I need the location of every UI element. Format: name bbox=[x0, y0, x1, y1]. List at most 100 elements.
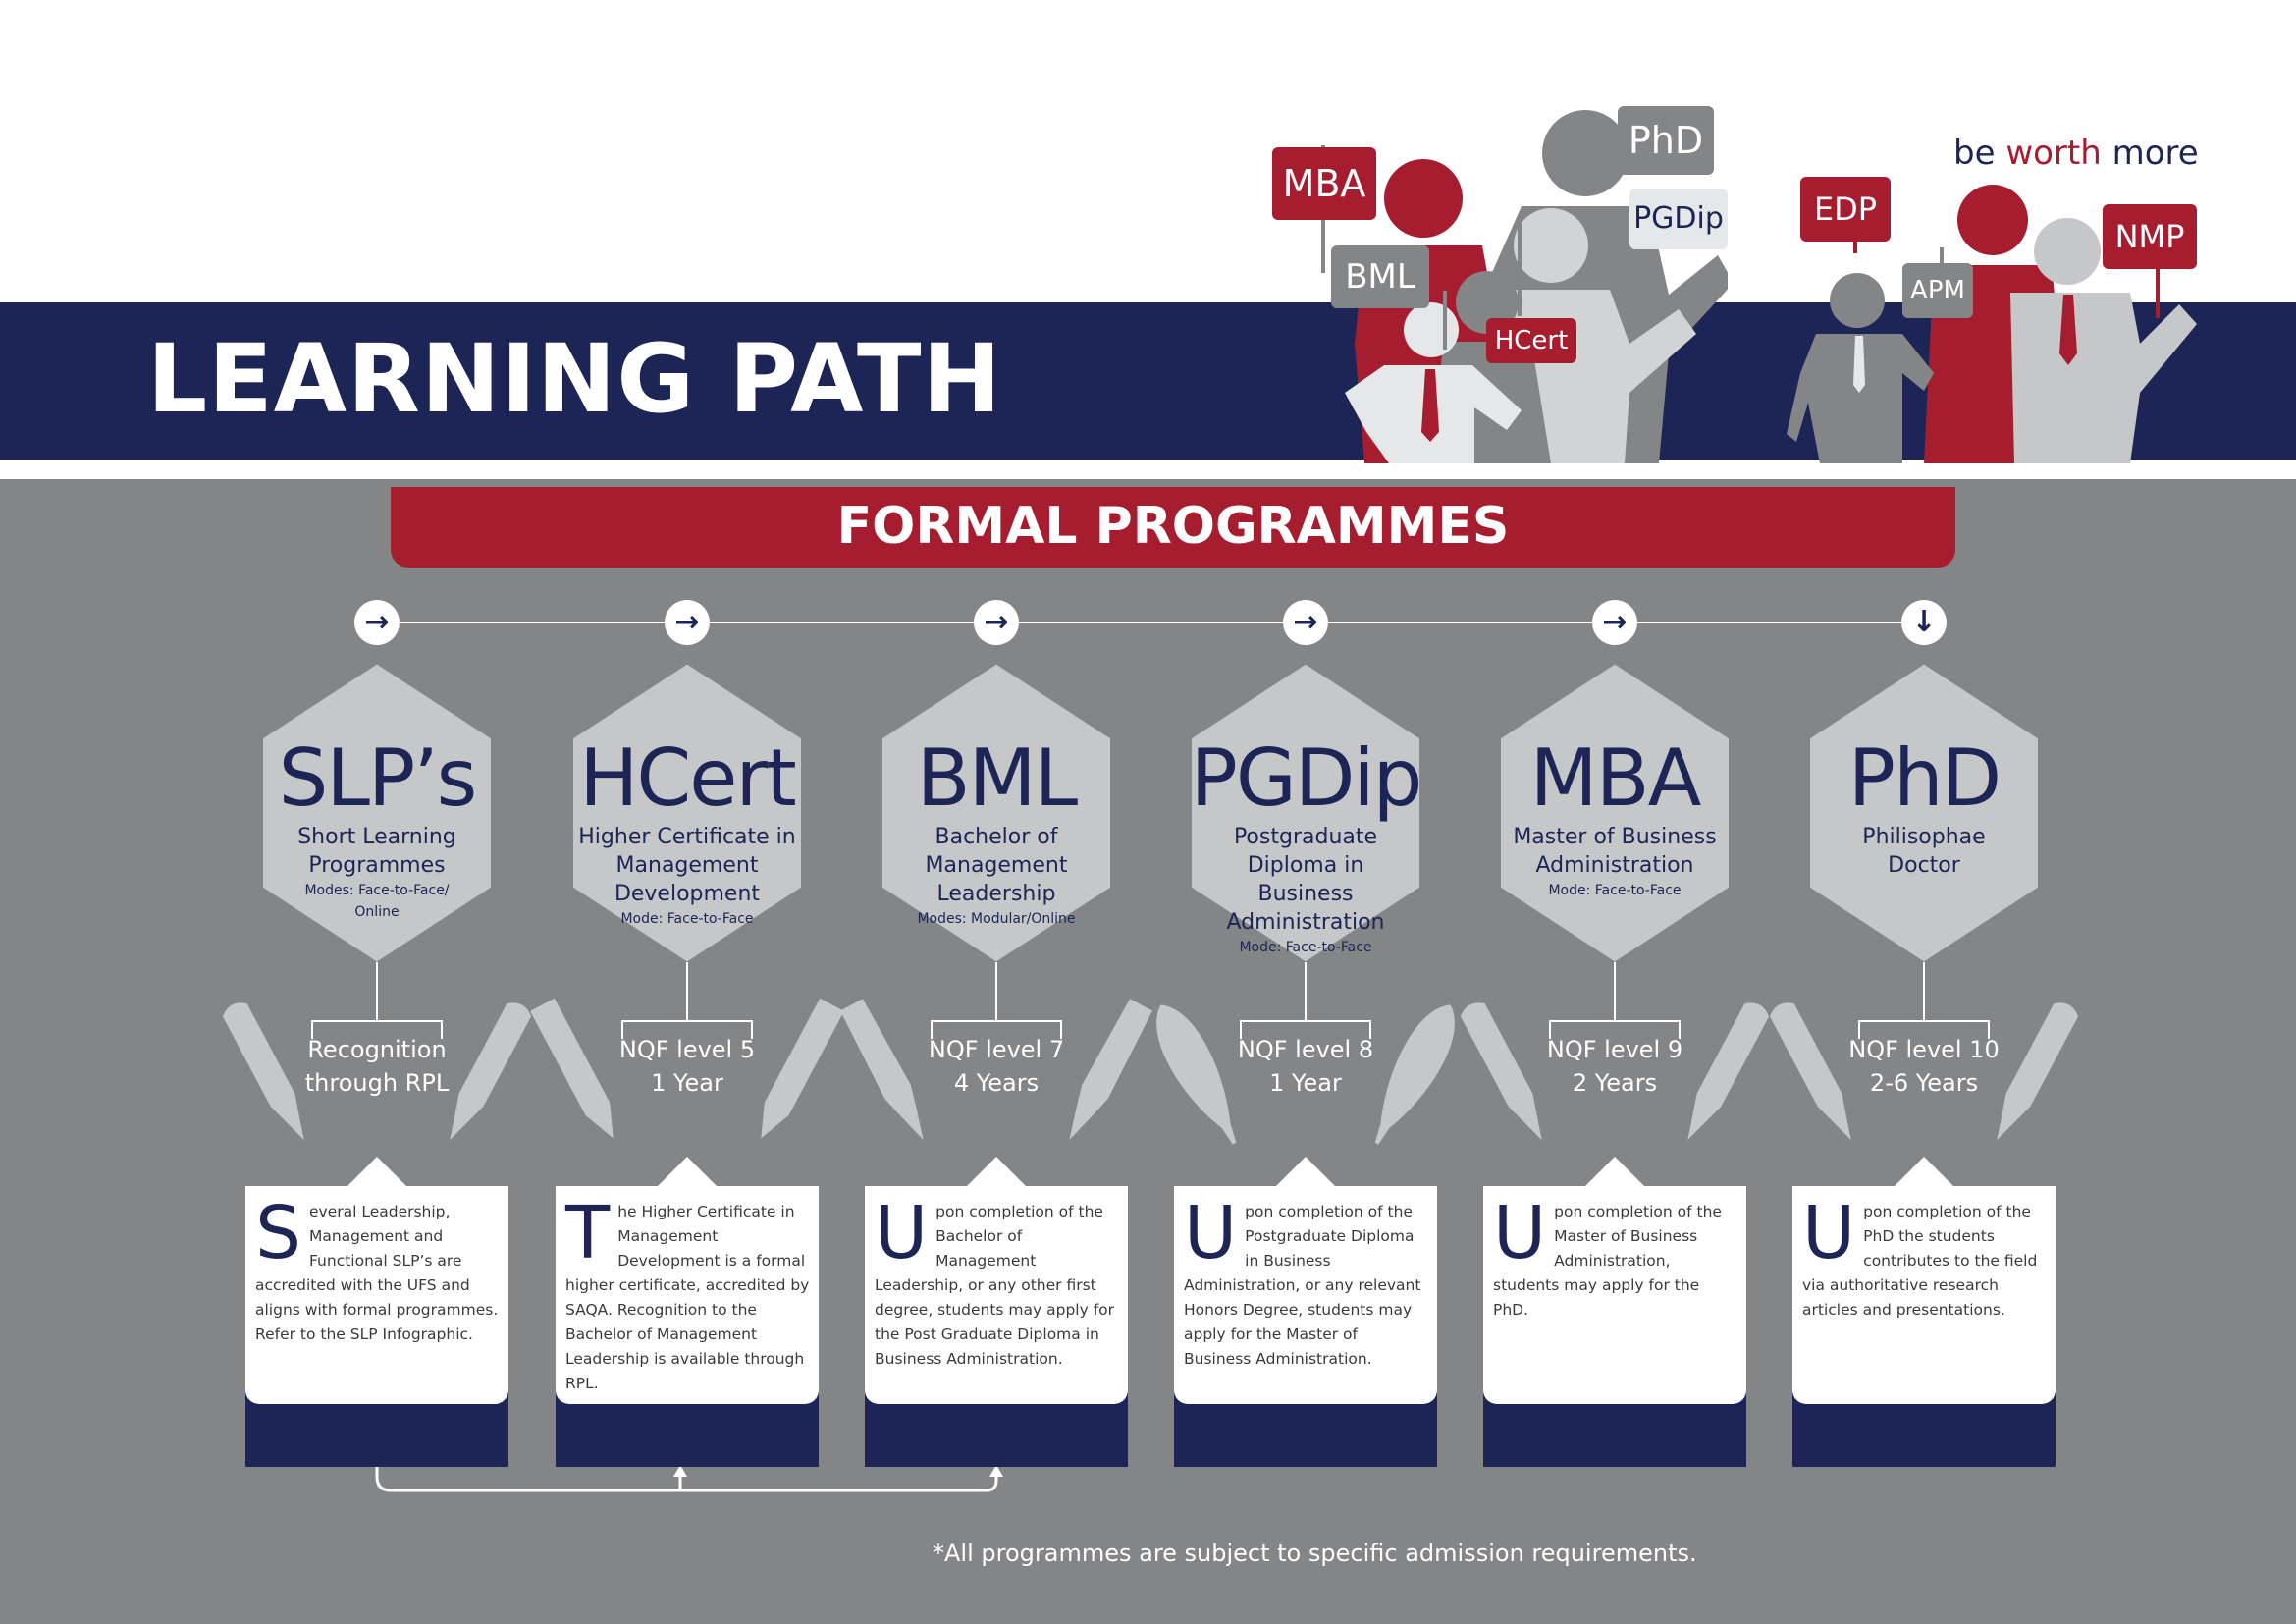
programme-hexagon bbox=[882, 664, 1110, 962]
programme-hexagon bbox=[573, 664, 801, 962]
level-bracket bbox=[931, 1020, 1062, 1039]
card-body-text: pon completion of the Bachelor of Manage… bbox=[875, 1203, 1115, 1368]
pen-icon-2-right bbox=[1069, 999, 1153, 1141]
pen-icon-0-right bbox=[450, 1002, 532, 1141]
programme-abbr: PGDip bbox=[1190, 732, 1423, 824]
pen-icon-0-left bbox=[222, 1002, 304, 1141]
step-arrow-0: → bbox=[354, 600, 400, 645]
nqf-level-line: NQF level 8 bbox=[1237, 1036, 1374, 1063]
sign-nmp: NMP bbox=[2103, 204, 2197, 269]
programme-name-line: Bachelor of Management bbox=[925, 825, 1068, 878]
nqf-level-line: 2 Years bbox=[1572, 1069, 1658, 1097]
programme-name-line: Higher Certificate in bbox=[578, 825, 796, 849]
card-body-text: pon completion of the Postgraduate Diplo… bbox=[1184, 1203, 1421, 1368]
programme-abbr: PhD bbox=[1847, 732, 2002, 824]
sign-bml: BML bbox=[1331, 245, 1429, 308]
programme-name-line: Postgraduate Diploma in bbox=[1233, 825, 1378, 878]
pen-icon-5-left bbox=[1769, 1002, 1851, 1141]
nqf-level-4: NQF level 9 2 Years bbox=[1517, 1033, 1713, 1100]
arrow-right-icon: → bbox=[984, 605, 1009, 639]
programme-hexagon bbox=[1192, 664, 1419, 962]
pen-icon-4-left bbox=[1460, 1002, 1542, 1141]
section-title: FORMAL PROGRAMMES bbox=[836, 497, 1510, 556]
arrow-right-icon: → bbox=[1602, 605, 1628, 639]
programme-name-line: Master of Business bbox=[1513, 825, 1717, 849]
level-bracket bbox=[621, 1020, 753, 1039]
programme-abbr: SLP’s bbox=[278, 732, 478, 824]
tagline-post: more bbox=[2101, 134, 2199, 173]
pen-icon-1-right bbox=[761, 998, 844, 1139]
programme-mode-line: Mode: Face-to-Face bbox=[1239, 940, 1372, 955]
footnote: *All programmes are subject to specific … bbox=[933, 1540, 1697, 1567]
nqf-level-line: NQF level 5 bbox=[618, 1036, 756, 1063]
step-arrow-4: → bbox=[1592, 600, 1637, 645]
banner-divider bbox=[0, 460, 2296, 479]
drop-cap: S bbox=[255, 1191, 301, 1275]
pen-icon-2-left bbox=[839, 999, 924, 1141]
sign-edp: EDP bbox=[1800, 177, 1891, 242]
card-body-text: everal Leadership, Management and Functi… bbox=[255, 1203, 499, 1343]
drop-cap: U bbox=[875, 1191, 929, 1275]
nqf-level-line: Recognition bbox=[307, 1036, 447, 1063]
card-notch bbox=[658, 1157, 717, 1186]
tagline-accent: worth bbox=[2005, 134, 2102, 173]
sign-pgdip: PGDip bbox=[1629, 189, 1728, 249]
card-notch bbox=[1895, 1157, 1953, 1186]
nqf-level-0: Recognition through RPL bbox=[279, 1033, 475, 1100]
drop-cap: U bbox=[1802, 1191, 1856, 1275]
nqf-level-line: 1 Year bbox=[1269, 1069, 1342, 1097]
step-arrow-1: → bbox=[665, 600, 710, 645]
programme-mode-line: Mode: Face-to-Face bbox=[1548, 883, 1682, 898]
arrow-right-icon: → bbox=[674, 605, 700, 639]
programme-mode-line: Modes: Modular/Online bbox=[917, 911, 1076, 927]
level-bracket bbox=[1549, 1020, 1681, 1039]
programme-name-line: Management bbox=[615, 853, 759, 878]
nqf-level-line: NQF level 9 bbox=[1546, 1036, 1683, 1063]
tagline-pre: be bbox=[1953, 134, 2006, 173]
programme-name-line: Philisophae bbox=[1862, 825, 1986, 849]
card-notch bbox=[967, 1157, 1026, 1186]
programme-abbr: HCert bbox=[579, 732, 797, 824]
pen-icon-3-left bbox=[1156, 1004, 1237, 1145]
programme-name-line: Business Administration bbox=[1226, 882, 1385, 935]
programme-hexagon bbox=[263, 664, 491, 962]
page-title: LEARNING PATH bbox=[147, 324, 1002, 434]
sign-phd: PhD bbox=[1618, 106, 1714, 175]
arrow-right-icon: → bbox=[1293, 605, 1318, 639]
rpl-connector-line bbox=[375, 1410, 998, 1492]
nqf-level-2: NQF level 7 4 Years bbox=[898, 1033, 1095, 1100]
card-notch bbox=[1276, 1157, 1335, 1186]
pen-icon-4-right bbox=[1687, 1002, 1770, 1141]
nqf-level-line: NQF level 7 bbox=[928, 1036, 1065, 1063]
programme-hexagon bbox=[1501, 664, 1729, 962]
sign-hcert: HCert bbox=[1486, 318, 1576, 363]
programme-mode-line: Mode: Face-to-Face bbox=[620, 911, 754, 927]
card-body-text: pon completion of the PhD the students c… bbox=[1802, 1203, 2038, 1319]
step-arrow-3: → bbox=[1283, 600, 1328, 645]
card-notch bbox=[347, 1157, 406, 1186]
rpl-arrowhead-bml bbox=[989, 1465, 1003, 1477]
programme-abbr: MBA bbox=[1529, 732, 1702, 824]
nqf-level-line: through RPL bbox=[304, 1069, 450, 1097]
level-bracket bbox=[311, 1020, 443, 1039]
programme-mode-line: Modes: Face-to-Face/ bbox=[304, 883, 450, 898]
nqf-level-line: 4 Years bbox=[953, 1069, 1040, 1097]
card-body-text: pon completion of the Master of Business… bbox=[1493, 1203, 1722, 1319]
rpl-arrowhead-hcert bbox=[673, 1465, 687, 1477]
programme-abbr: BML bbox=[916, 732, 1078, 824]
